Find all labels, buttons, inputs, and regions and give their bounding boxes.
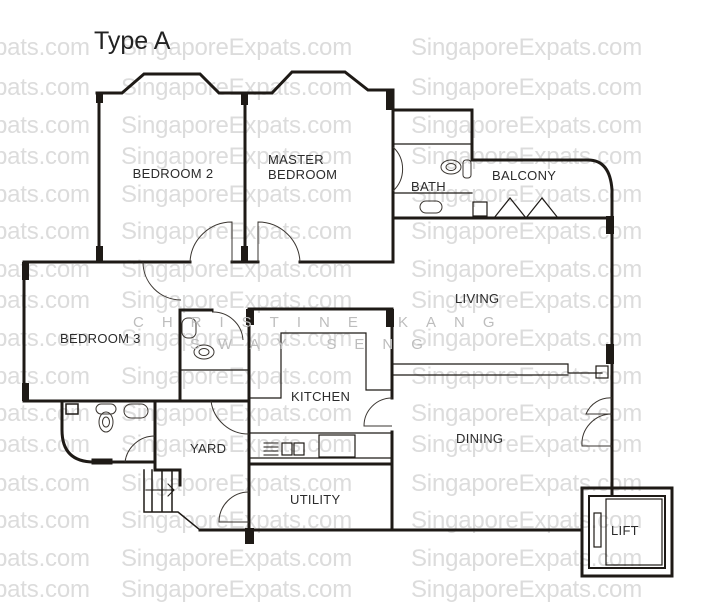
pillar	[606, 216, 614, 234]
room-label-living: LIVING	[455, 291, 500, 306]
door-swing-kitchen	[363, 397, 393, 427]
lift-panel	[593, 512, 602, 548]
door-swing-bath	[392, 146, 404, 192]
door-swing-main-1	[585, 397, 613, 415]
bath-top-wall	[391, 108, 474, 162]
room-label-master-line1: MASTER	[268, 152, 324, 167]
pillar	[96, 93, 103, 103]
toilet-icon	[198, 348, 210, 356]
door-swing-utility	[218, 491, 250, 523]
door-swing-bedroom3	[142, 261, 182, 301]
door-swing-lower-bath	[124, 435, 156, 463]
dining-column	[595, 365, 609, 379]
door-swing-master	[257, 221, 301, 263]
room-label-bedroom3: BEDROOM 3	[60, 331, 141, 346]
pillar	[241, 93, 248, 105]
stove-lines	[263, 442, 279, 456]
basin-icon	[123, 403, 149, 419]
pillar	[22, 383, 29, 401]
pillar	[96, 246, 103, 262]
stairs	[143, 469, 202, 532]
plan-title: Type A	[94, 27, 171, 55]
kitchen-counter-bottom	[248, 432, 393, 459]
stove-burner	[293, 442, 305, 456]
bedroom2-top-wall	[95, 72, 247, 95]
toilet-icon	[193, 344, 215, 360]
master-top-wall	[243, 70, 395, 112]
lift-car	[605, 498, 663, 566]
stair-arrow	[145, 483, 175, 497]
pillar	[606, 344, 614, 364]
toilet-icon	[98, 411, 114, 433]
room-label-dining: DINING	[456, 431, 504, 446]
lower-bath-vent	[65, 403, 79, 415]
room-label-yard: YARD	[190, 441, 227, 456]
pillar	[386, 90, 394, 110]
room-label-master-line2: BEDROOM	[268, 167, 338, 182]
balcony-folding-doors	[493, 197, 559, 219]
toilet-icon	[445, 163, 457, 171]
toilet-icon	[102, 416, 110, 428]
basin-icon	[95, 403, 117, 415]
lower-bath-sill	[91, 458, 113, 465]
door-swing-yard	[210, 400, 250, 435]
lift-outer	[580, 486, 674, 578]
pillar	[245, 528, 254, 544]
room-label-bedroom2: BEDROOM 2	[132, 166, 214, 181]
room-label-utility: UTILITY	[290, 492, 341, 507]
door-swing-bedroom3-bath	[211, 311, 244, 341]
kitchen-sink	[318, 434, 356, 458]
stove-burner	[281, 442, 293, 456]
credit-line-2: SWAY SENG	[190, 336, 441, 353]
toilet-icon	[440, 159, 462, 175]
door-swing-bedroom2	[189, 221, 233, 263]
lift-inner	[588, 495, 666, 569]
balcony-post	[472, 201, 488, 217]
door-swing-main-2	[581, 413, 613, 447]
room-label-bath: BATH	[411, 179, 446, 194]
pillar	[22, 262, 29, 280]
bath-basin-icon	[462, 159, 472, 179]
room-label-kitchen: KITCHEN	[291, 389, 351, 404]
kitchen-counter	[248, 332, 393, 399]
bath-inner-line	[392, 143, 473, 194]
room-label-master-bedroom: MASTER BEDROOM	[268, 152, 337, 182]
bath-sink-icon	[419, 200, 443, 214]
room-label-lift: LIFT	[611, 523, 639, 538]
pillar	[241, 246, 248, 262]
pillar	[246, 309, 254, 325]
yard-left-wall	[153, 460, 182, 487]
basin-icon	[181, 317, 197, 339]
credit-line-1: CHRISTINE KANG	[133, 314, 513, 331]
living-dining-divider	[391, 363, 603, 376]
pillar	[386, 309, 394, 327]
room-label-balcony: BALCONY	[492, 168, 557, 183]
